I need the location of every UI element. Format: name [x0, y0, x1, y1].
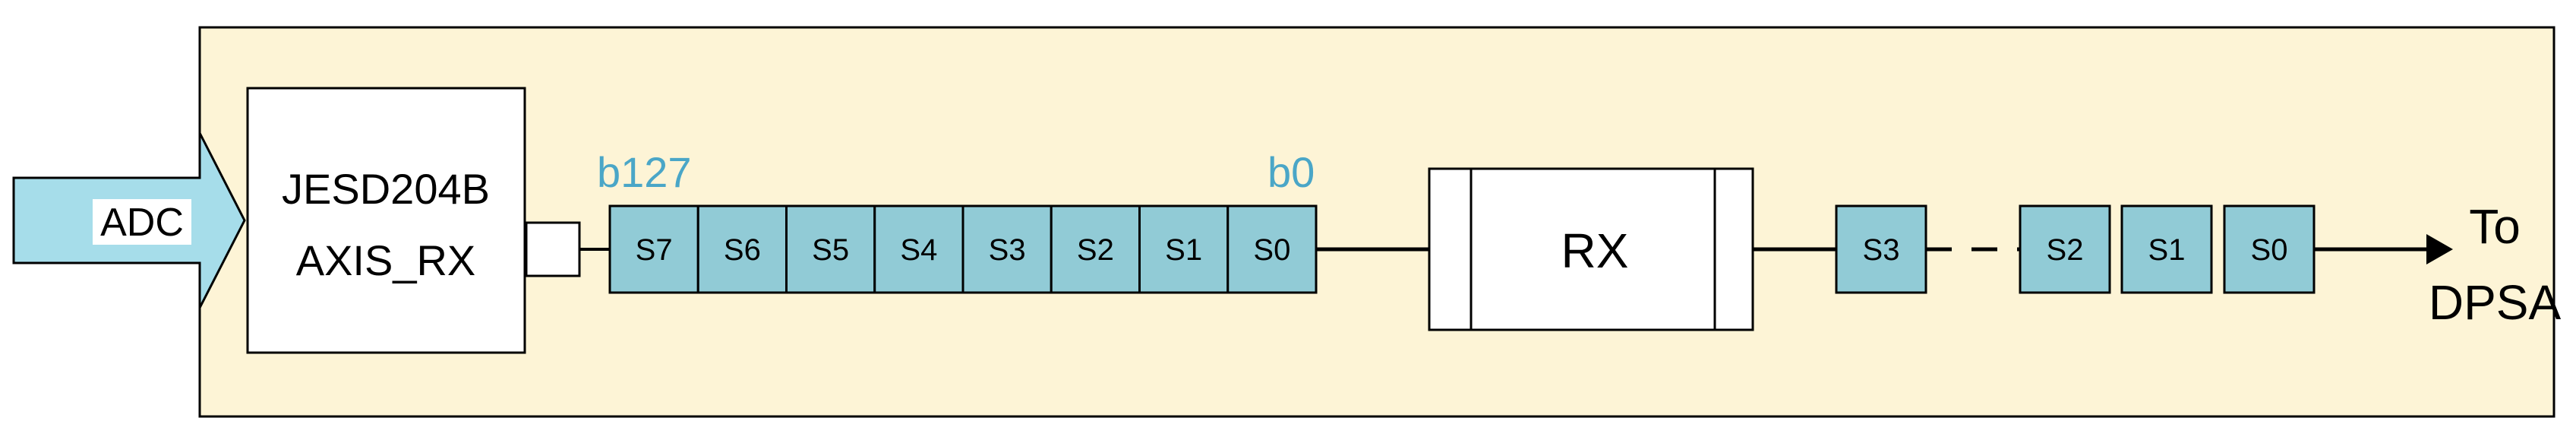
buffer-cell-label-7: S0: [1253, 233, 1290, 267]
lsb-bit-label: b0: [1267, 148, 1315, 196]
sample-buffer: S7 S6 S5 S4 S3 S2 S1 S0: [608, 204, 1318, 294]
output-label-line2: DPSA: [2429, 275, 2562, 330]
buffer-cell-label-3: S4: [900, 233, 937, 267]
output-right-cell-2: [2223, 204, 2316, 294]
buffer-cell-label-0: S7: [636, 233, 673, 267]
output-right-cell-1: [2120, 204, 2213, 294]
buffer-cell-label-6: S1: [1165, 233, 1202, 267]
output-label-line1: To: [2469, 199, 2521, 254]
output-arrow: [2314, 234, 2453, 264]
buffer-cell-label-1: S6: [724, 233, 761, 267]
jesd204b-axis-rx-block: JESD204B AXIS_RX: [246, 87, 526, 354]
rx-label: RX: [1561, 223, 1629, 278]
rx-block-box: [1428, 167, 1754, 331]
adc-label: ADC: [100, 201, 184, 245]
buffer-cell-label-2: S5: [812, 233, 849, 267]
buffer-cell-7: [1226, 204, 1318, 294]
rx-block: RX: [1428, 167, 1754, 331]
buffer-cell-label-5: S2: [1077, 233, 1114, 267]
jesd-output-port: [525, 221, 581, 277]
output-right-cell-0: [2019, 204, 2111, 294]
jesd-block-line2: AXIS_RX: [296, 236, 476, 284]
output-arrowhead: [2426, 234, 2453, 264]
msb-bit-label: b127: [597, 148, 692, 196]
output-stream: S3 S2 S1 S0: [1835, 204, 2316, 294]
buffer-cell-label-4: S3: [989, 233, 1026, 267]
adc-label-bg: [93, 199, 191, 245]
adc-input-arrow: ADC: [12, 132, 246, 309]
output-right-cell-label-0: S2: [2047, 233, 2084, 267]
buffer-cell-0: [608, 204, 699, 294]
buffer-cell-6: [1138, 204, 1230, 294]
jesd-block-box: [246, 87, 526, 354]
output-left-cell-label-0: S3: [1863, 233, 1900, 267]
output-left-cell-0: [1835, 204, 1927, 294]
output-right-cell-label-1: S1: [2148, 233, 2186, 267]
output-right-cell-label-2: S0: [2251, 233, 2288, 267]
jesd-block-line1: JESD204B: [282, 165, 490, 213]
